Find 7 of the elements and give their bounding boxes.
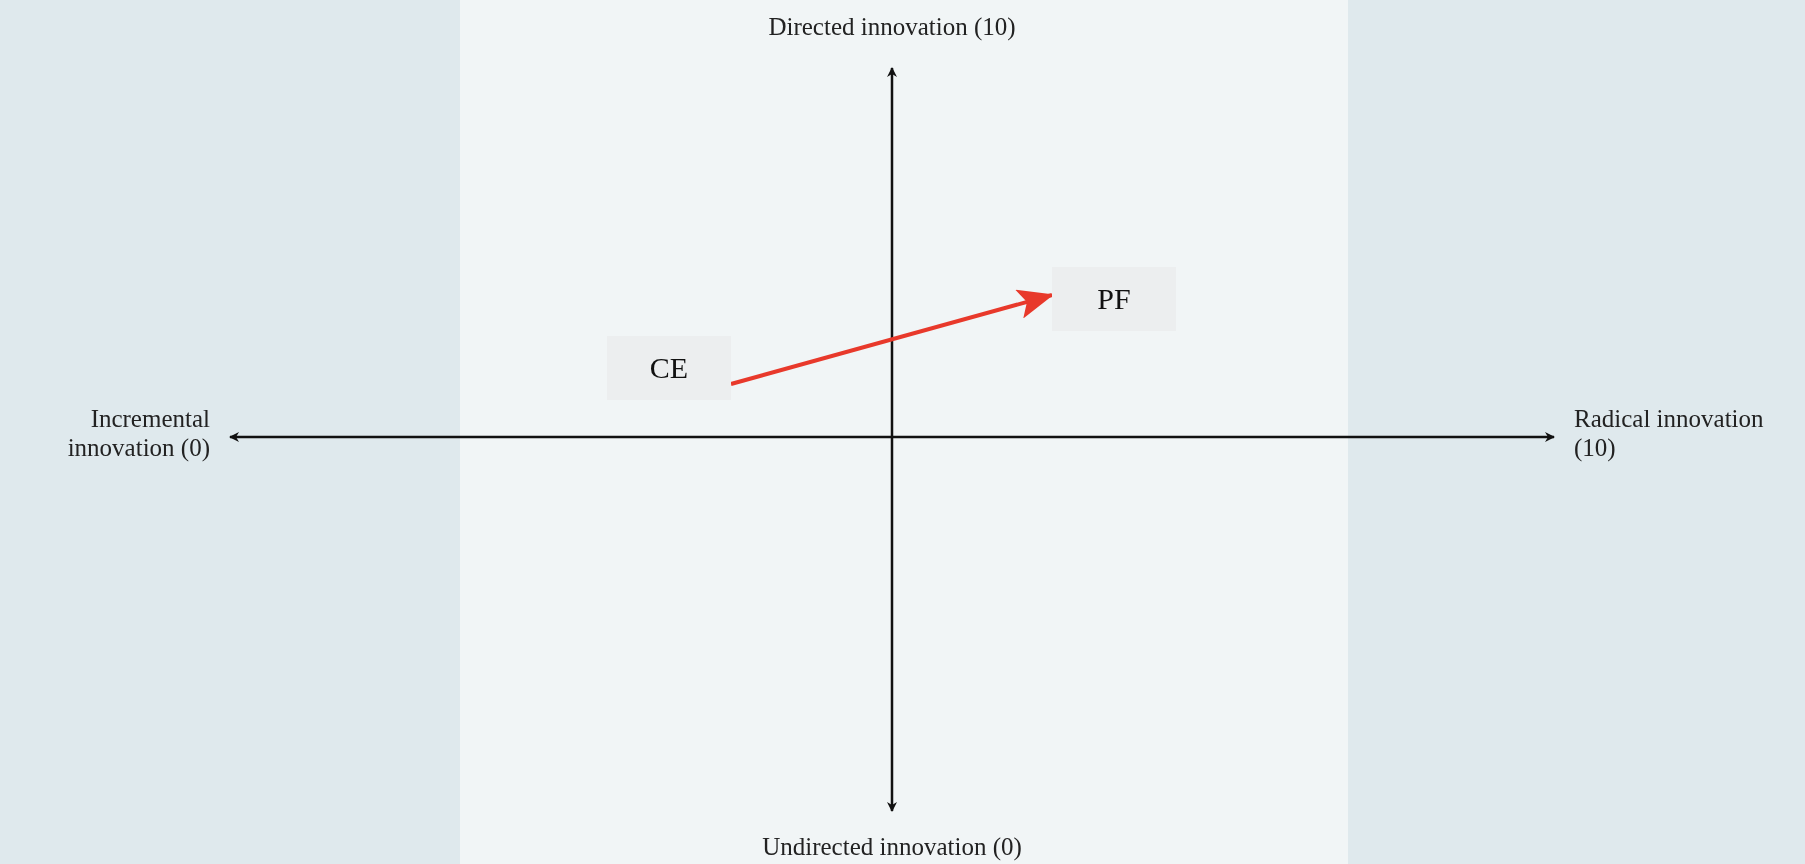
position-box: CE [607, 336, 731, 400]
axis-label: Undirected innovation (0) [762, 832, 1022, 861]
position-box: PF [1052, 267, 1176, 331]
axis-label: Incremental innovation (0) [66, 404, 210, 462]
arrow [730, 289, 1054, 386]
axis-label: Radical innovation (10) [1574, 404, 1765, 462]
axis-label: Directed innovation (10) [768, 12, 1016, 41]
